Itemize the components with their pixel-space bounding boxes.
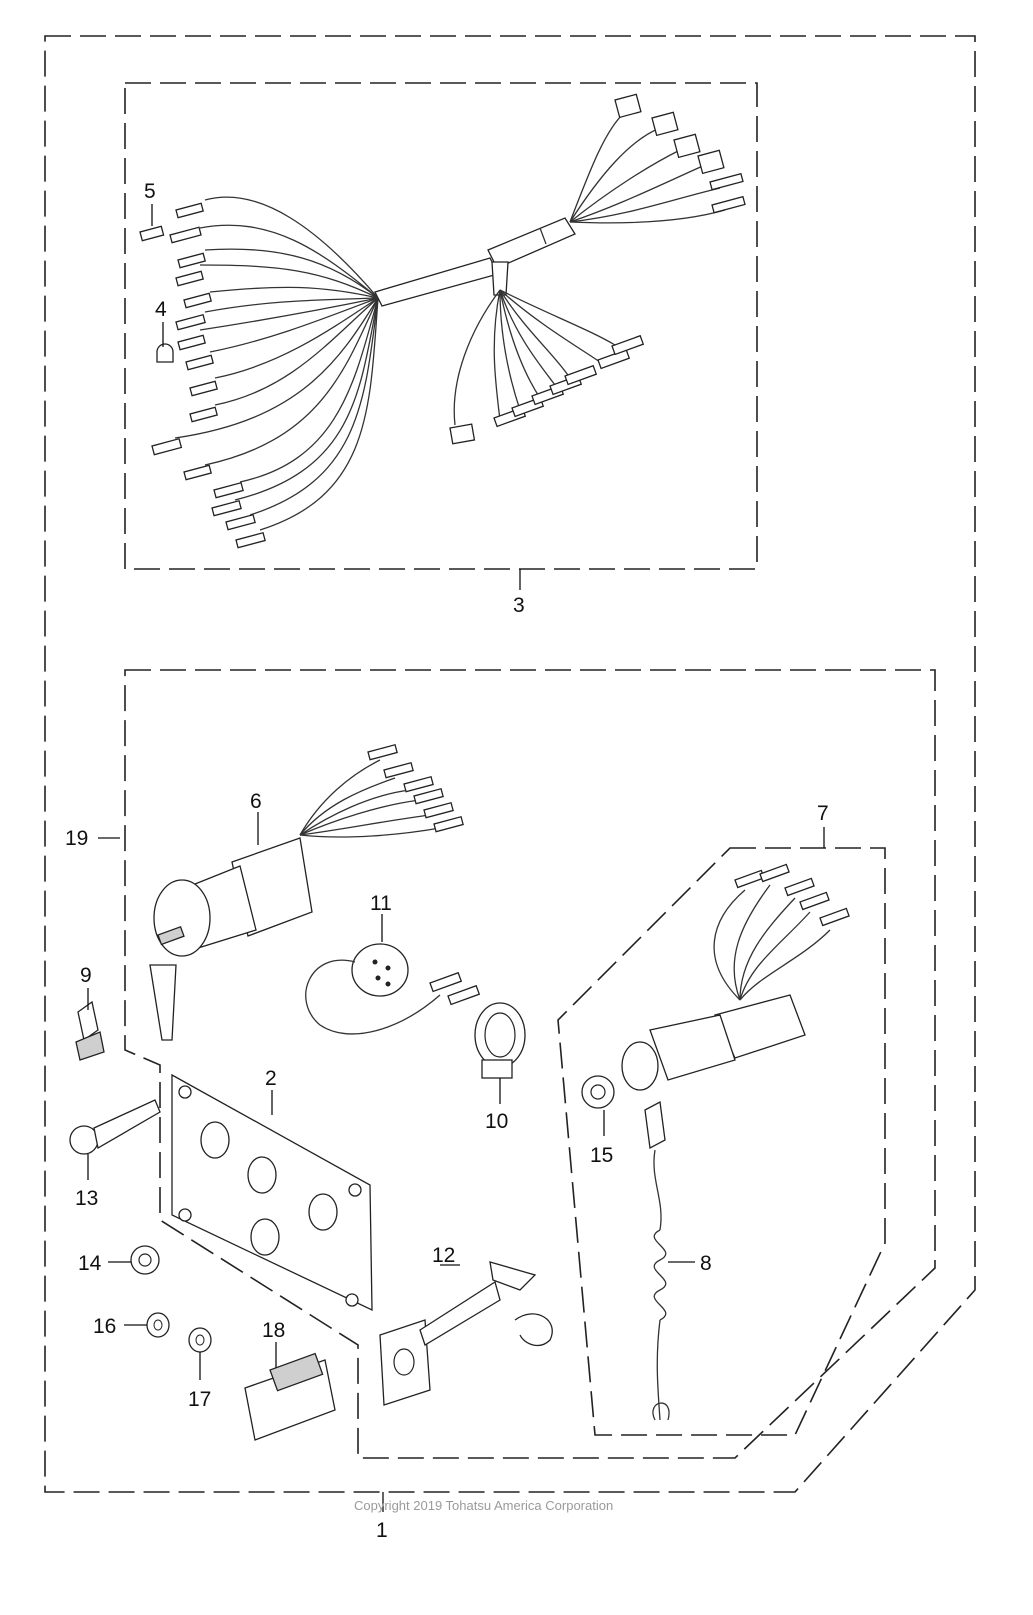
wire-clip [75, 1000, 105, 1061]
callout-17: 17 [188, 1388, 211, 1411]
stop-switch-boundary [557, 847, 886, 1436]
callout-10: 10 [485, 1110, 508, 1133]
harness-boundary [124, 82, 758, 570]
callout-16: 16 [93, 1315, 116, 1338]
terminal-sleeve-part-5 [139, 225, 165, 242]
callout-5: 5 [144, 180, 156, 203]
callout-1: 1 [376, 1519, 388, 1542]
callout-14: 14 [78, 1252, 102, 1275]
kit-boundary-outline [44, 35, 976, 1493]
callout-6: 6 [250, 790, 262, 813]
callout-9: 9 [80, 964, 92, 987]
callout-13: 13 [75, 1187, 98, 1210]
callout-2: 2 [265, 1067, 277, 1090]
leader-lines [87, 204, 825, 1512]
callout-18: 18 [262, 1319, 285, 1342]
panel-gasket [171, 1073, 373, 1312]
coupler-connector [244, 1352, 336, 1441]
callout-11: 11 [370, 892, 392, 915]
harness-lower-branch [449, 261, 645, 445]
copyright-notice: Copyright 2019 Tohatsu America Corporati… [354, 1498, 613, 1513]
warning-buzzer [305, 943, 481, 1035]
main-key-switch [149, 743, 464, 1041]
main-wire-harness [139, 93, 746, 549]
panel-screw [69, 1099, 161, 1155]
callout-4: 4 [155, 298, 167, 321]
panel-kit-boundary [124, 669, 936, 1459]
mounting-bracket [379, 1261, 553, 1406]
harness-upper-branch [569, 93, 746, 224]
harness-left-wires [174, 196, 379, 531]
callout-8: 8 [700, 1252, 712, 1275]
washer-small [188, 1327, 212, 1353]
callout-7: 7 [817, 802, 829, 825]
stop-lanyard [644, 1100, 670, 1421]
callout-12: 12 [432, 1244, 455, 1267]
harness-left-terminals [151, 202, 266, 549]
washer-large [146, 1312, 170, 1338]
callout-19: 19 [65, 827, 88, 850]
callout-15: 15 [590, 1144, 613, 1167]
terminal-cap-part-4 [156, 343, 174, 363]
retainer-ring [474, 1002, 526, 1079]
emergency-stop-switch [581, 863, 850, 1109]
callout-3: 3 [513, 594, 525, 617]
grommet [130, 1245, 160, 1275]
